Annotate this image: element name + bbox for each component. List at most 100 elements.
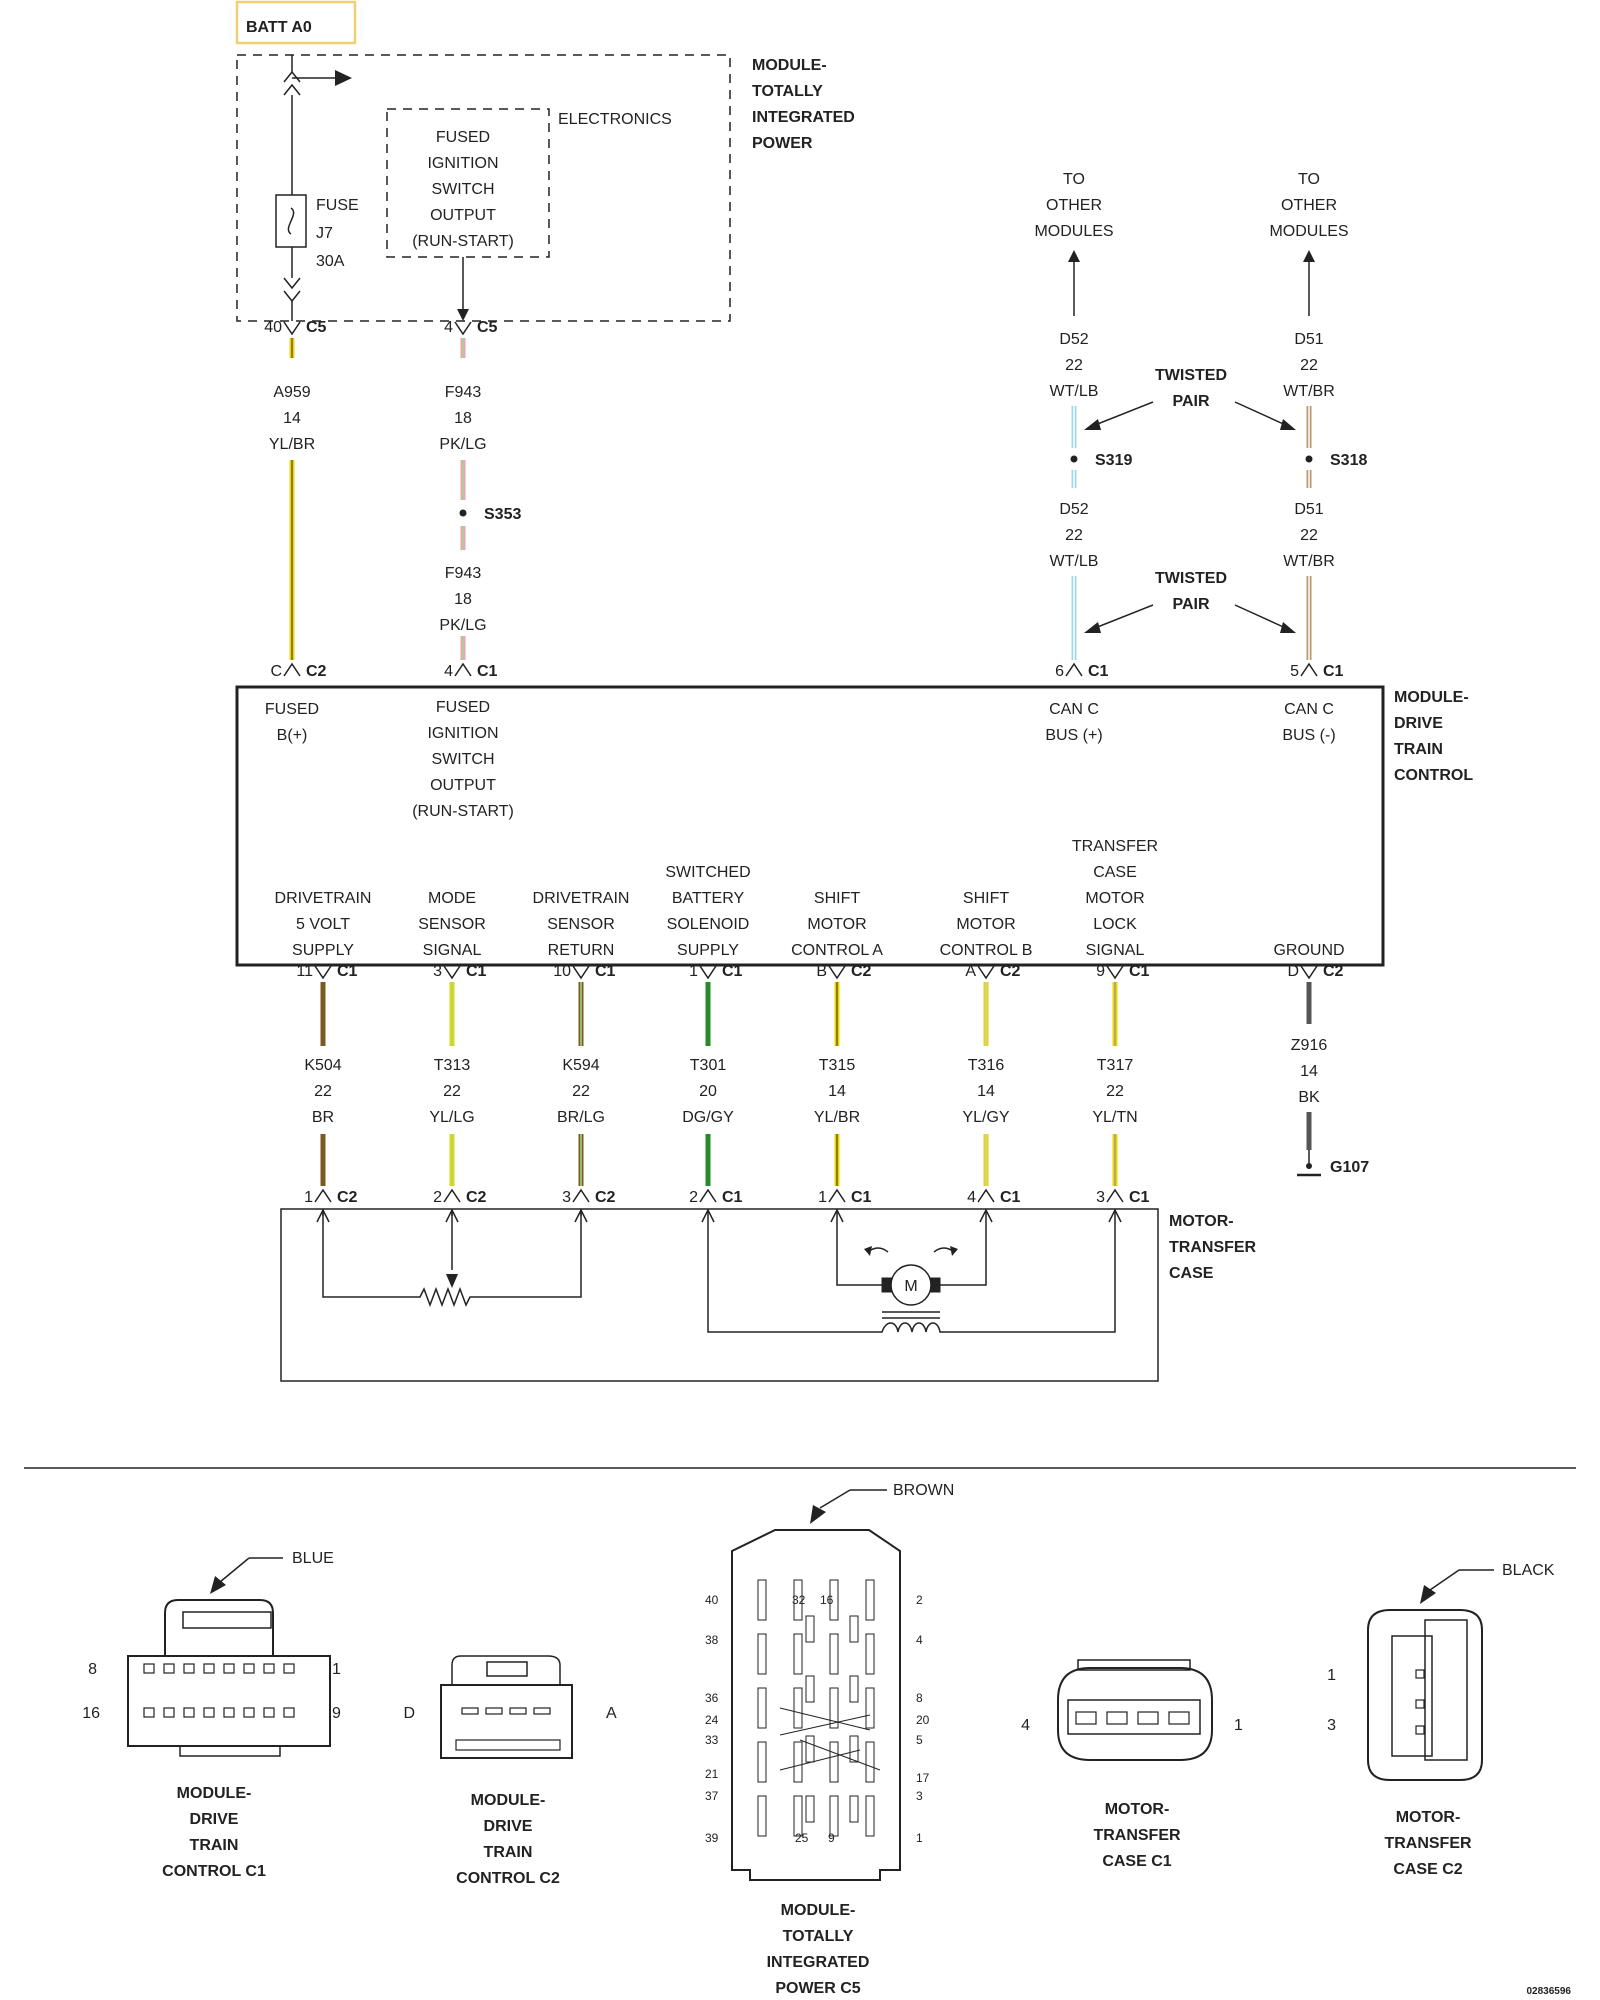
wire-label: YL/BR — [269, 436, 315, 453]
pin-cavity — [805, 1615, 815, 1643]
connector-id: C1 — [722, 1189, 743, 1206]
connector-fork — [1106, 965, 1124, 980]
connector-fork — [443, 965, 461, 980]
pin-number: 37 — [705, 1789, 719, 1803]
inline-fork — [283, 70, 301, 96]
connector-id: C2 — [595, 1189, 616, 1206]
dtcm-pin-label: SUPPLY — [292, 942, 354, 959]
pin-number: 9 — [828, 1831, 835, 1845]
twisted-arrow — [1280, 419, 1296, 430]
pin-cavity — [183, 1707, 195, 1718]
rotation-arrow-head — [950, 1246, 958, 1256]
connector-pin: 3 — [433, 963, 442, 980]
connector-id: C1 — [595, 963, 616, 980]
inline-fork — [283, 277, 301, 303]
pin-arrow — [316, 1208, 330, 1223]
tipm-title: INTEGRATED — [752, 109, 855, 126]
pin-cavity — [223, 1707, 235, 1718]
pin-arrow — [979, 1208, 993, 1223]
connector-pin: 6 — [1055, 663, 1064, 680]
pin-cavity — [485, 1707, 503, 1715]
connector-pin: 1 — [304, 1189, 313, 1206]
pin-cavity — [805, 1735, 815, 1763]
pin-number: 4 — [916, 1633, 923, 1647]
connector-id: C2 — [466, 1189, 487, 1206]
line — [1429, 1569, 1460, 1591]
wire-label: 22 — [314, 1083, 332, 1100]
pin-number: 20 — [916, 1713, 930, 1727]
pin-leader — [779, 1707, 871, 1731]
pin-cavity — [1415, 1699, 1425, 1709]
dtcm-pin-label: CASE — [1093, 864, 1137, 881]
pin-cavity — [829, 1795, 839, 1837]
fuse-label: 30A — [316, 253, 345, 270]
connector-pin: 3 — [1096, 1189, 1105, 1206]
line — [1089, 401, 1154, 428]
connector-pin: 1 — [689, 963, 698, 980]
pin-number: 24 — [705, 1713, 719, 1727]
pin-cavity — [757, 1687, 767, 1729]
tipm-title: POWER — [752, 135, 813, 152]
wire-label: WT/LB — [1050, 553, 1099, 570]
pin-number: 1 — [1234, 1717, 1243, 1734]
pin-arrow — [445, 1208, 459, 1223]
motor-tc-title: TRANSFER — [1169, 1239, 1257, 1256]
wire-label: BK — [1298, 1089, 1320, 1106]
connector-id: C1 — [1323, 663, 1344, 680]
line — [219, 1557, 250, 1583]
dtcm-pin-label: SHIFT — [814, 890, 860, 907]
dtcm-pin-label: CONTROL A — [791, 942, 883, 959]
connector-fork — [314, 965, 332, 980]
dtcm-pin-label: B(+) — [277, 727, 308, 744]
wire-label: T315 — [819, 1057, 856, 1074]
pin-cavity — [283, 1663, 295, 1674]
pin-number: 8 — [88, 1661, 97, 1678]
twisted-pair-label: PAIR — [1172, 596, 1209, 613]
pin-number: 39 — [705, 1831, 719, 1845]
pin-cavity — [805, 1675, 815, 1703]
color-arrow — [210, 1576, 226, 1594]
pin-cavity — [263, 1663, 275, 1674]
wiper-arrow — [446, 1274, 458, 1288]
connector-id: C2 — [851, 963, 872, 980]
pin-cavity — [243, 1663, 255, 1674]
connector-fork — [283, 662, 301, 677]
splice-label: S319 — [1095, 452, 1132, 469]
fused-output-label: OUTPUT — [430, 207, 496, 224]
connector-pin: A — [965, 963, 976, 980]
line — [819, 1489, 851, 1509]
wire-label: 22 — [1065, 527, 1083, 544]
dtcm-pin-label: CAN C — [1049, 701, 1099, 718]
connector-id: C1 — [1000, 1189, 1021, 1206]
to-other-modules: MODULES — [1034, 223, 1113, 240]
connector-caption: MODULE- — [177, 1785, 252, 1802]
connector-color: BLUE — [292, 1550, 334, 1567]
wire-label: 22 — [1300, 527, 1318, 544]
pin-cavity — [203, 1707, 215, 1718]
pin-cavity — [1106, 1711, 1128, 1725]
wire-label: 18 — [454, 410, 472, 427]
wire-label: WT/LB — [1050, 383, 1099, 400]
connector-pin: 5 — [1290, 663, 1299, 680]
pin-leader — [799, 1739, 881, 1771]
pin-cavity — [829, 1579, 839, 1621]
connector-face — [1391, 1635, 1433, 1757]
pin-number: 1 — [332, 1661, 341, 1678]
pin-cavity — [793, 1633, 803, 1675]
connector-fork — [828, 1188, 846, 1203]
pin-number: 16 — [820, 1593, 834, 1607]
dtcm-pin-label: BATTERY — [672, 890, 745, 907]
splice-label: S353 — [484, 506, 521, 523]
twisted-pair-label: TWISTED — [1155, 570, 1227, 587]
connector-id: C5 — [306, 319, 327, 336]
pin-cavity — [163, 1663, 175, 1674]
pin-cavity — [865, 1633, 875, 1675]
connector-fork — [572, 1188, 590, 1203]
connector-key — [179, 1745, 281, 1757]
pin-number: 17 — [916, 1771, 930, 1785]
pin-cavity — [1137, 1711, 1159, 1725]
connector-key — [455, 1739, 561, 1751]
dtcm-pin-label: FUSED — [265, 701, 319, 718]
connector-id: C5 — [477, 319, 498, 336]
connector-caption: TOTALLY — [783, 1928, 854, 1945]
